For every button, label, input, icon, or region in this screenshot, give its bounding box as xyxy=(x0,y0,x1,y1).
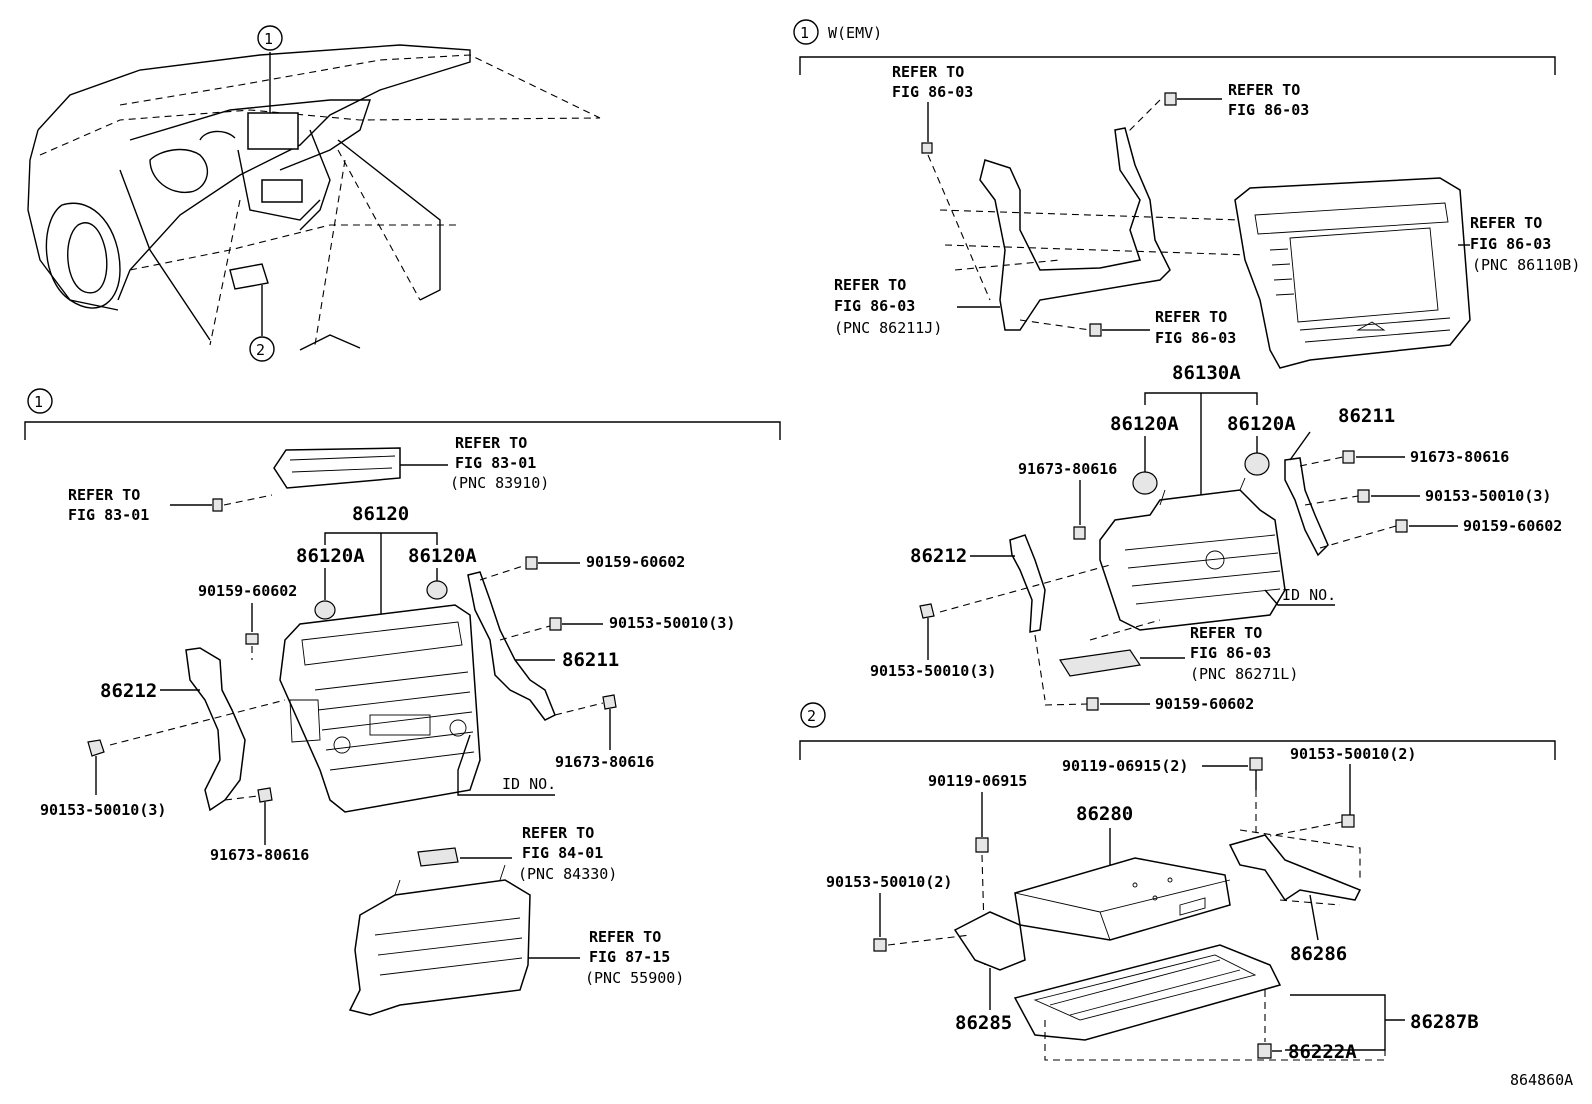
emv-refer-b-l2: FIG 86-03 xyxy=(1228,101,1309,119)
panel-amplifier: 2 90119-06915(2) 90153-50010(2) 90119-06… xyxy=(799,702,1556,1063)
amp-86222a: 86222A xyxy=(1288,1041,1357,1063)
emv-refer-f-l1: REFER TO xyxy=(1190,624,1262,642)
std-refer-8301-a-l3: (PNC 83910) xyxy=(450,474,549,492)
callout-1-label: 1 xyxy=(264,30,273,48)
amp-86280: 86280 xyxy=(1076,803,1133,825)
std-refer-8301-a-l2: FIG 83-01 xyxy=(455,454,536,472)
std-refer-8301-b-l2: FIG 83-01 xyxy=(68,506,149,524)
amp-90153-a: 90153-50010(2) xyxy=(1290,745,1416,763)
emv-refer-c-l1: REFER TO xyxy=(1470,214,1542,232)
std-86120a-right: 86120A xyxy=(408,545,477,567)
emv-90153-left: 90153-50010(3) xyxy=(870,662,996,680)
emv-91673-left: 91673-80616 xyxy=(1018,460,1117,478)
std-91673-right: 91673-80616 xyxy=(555,753,654,771)
emv-refer-c-l2: FIG 86-03 xyxy=(1470,235,1551,253)
std-refer-8401-l3: (PNC 84330) xyxy=(518,865,617,883)
emv-91673-right: 91673-80616 xyxy=(1410,448,1509,466)
panel-standard: 1 REFER TO FIG 83-01 (PNC 83910) REFER T… xyxy=(24,388,781,1016)
emv-id-no: ID NO. xyxy=(1282,586,1336,604)
std-91673-bottom: 91673-80616 xyxy=(210,846,309,864)
std-refer-8401-l2: FIG 84-01 xyxy=(522,844,603,862)
panel-standard-marker: 1 xyxy=(34,393,43,411)
panel-amp-marker: 2 xyxy=(807,707,816,725)
std-refer-8715-l2: FIG 87-15 xyxy=(589,948,670,966)
emv-refer-d-l2: FIG 86-03 xyxy=(834,297,915,315)
emv-refer-f-l3: (PNC 86271L) xyxy=(1190,665,1298,683)
emv-86120a-right: 86120A xyxy=(1227,413,1296,435)
emv-86120a-left: 86120A xyxy=(1110,413,1179,435)
amp-90119-b: 90119-06915 xyxy=(928,772,1027,790)
std-refer-8715-l3: (PNC 55900) xyxy=(585,969,684,987)
emv-90153-right: 90153-50010(3) xyxy=(1425,487,1551,505)
std-refer-8715-l1: REFER TO xyxy=(589,928,661,946)
std-86211: 86211 xyxy=(562,649,619,671)
panel-emv-marker: 1 xyxy=(800,24,809,42)
emv-refer-a-l1: REFER TO xyxy=(892,63,964,81)
std-refer-8301-b-l1: REFER TO xyxy=(68,486,140,504)
emv-refer-e-l2: FIG 86-03 xyxy=(1155,329,1236,347)
std-90159-right: 90159-60602 xyxy=(586,553,685,571)
std-86212: 86212 xyxy=(100,680,157,702)
amp-86286: 86286 xyxy=(1290,943,1347,965)
amp-90153-b: 90153-50010(2) xyxy=(826,873,952,891)
amp-90119-a: 90119-06915(2) xyxy=(1062,757,1188,775)
std-90159-left: 90159-60602 xyxy=(198,582,297,600)
emv-refer-b-l1: REFER TO xyxy=(1228,81,1300,99)
emv-refer-a-l2: FIG 86-03 xyxy=(892,83,973,101)
std-refer-8301-a-l1: REFER TO xyxy=(455,434,527,452)
emv-refer-e-l1: REFER TO xyxy=(1155,308,1227,326)
emv-refer-f-l2: FIG 86-03 xyxy=(1190,644,1271,662)
emv-90159-bottom: 90159-60602 xyxy=(1155,695,1254,713)
emv-86211: 86211 xyxy=(1338,405,1395,427)
std-id-no: ID NO. xyxy=(502,775,556,793)
std-90153-right: 90153-50010(3) xyxy=(609,614,735,632)
emv-refer-c-l3: (PNC 86110B) xyxy=(1472,256,1580,274)
std-refer-8401-l1: REFER TO xyxy=(522,824,594,842)
std-86120: 86120 xyxy=(352,503,409,525)
emv-86212: 86212 xyxy=(910,545,967,567)
amp-86285: 86285 xyxy=(955,1012,1012,1034)
std-86120a-left: 86120A xyxy=(296,545,365,567)
vehicle-overview: 1 2 xyxy=(27,25,601,362)
callout-2-label: 2 xyxy=(256,341,265,359)
panel-emv: 1 W(EMV) REFER TO FIG 86-03 REFER TO FIG… xyxy=(793,19,1580,713)
emv-refer-d-l3: (PNC 86211J) xyxy=(834,319,942,337)
emv-refer-d-l1: REFER TO xyxy=(834,276,906,294)
figure-id: 864860A xyxy=(1510,1071,1573,1089)
amp-86287b: 86287B xyxy=(1410,1011,1479,1033)
panel-emv-title: W(EMV) xyxy=(828,24,882,42)
emv-86130a: 86130A xyxy=(1172,362,1241,384)
emv-90159-right: 90159-60602 xyxy=(1463,517,1562,535)
std-90153-left: 90153-50010(3) xyxy=(40,801,166,819)
